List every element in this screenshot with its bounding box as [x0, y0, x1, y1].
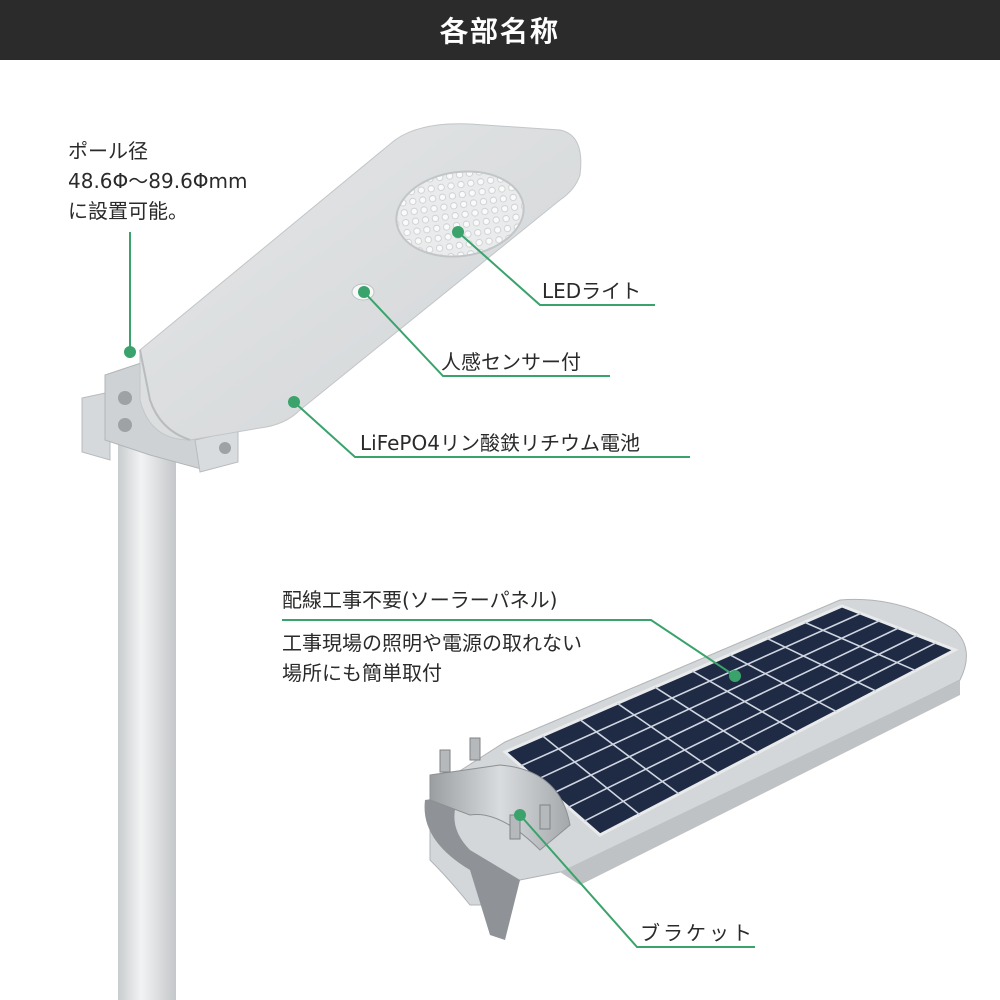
panel-grid-line	[654, 686, 759, 754]
panel-grid-line	[583, 641, 937, 822]
panel-grid-line	[567, 634, 918, 809]
panel-grid-line	[804, 621, 916, 672]
panel-grid-line	[616, 702, 719, 774]
motion-sensor-label: 人感センサー付	[441, 350, 581, 374]
panel-grid-line	[766, 637, 877, 692]
solar-panel-label: 配線工事不要(ソーラーパネル)	[282, 588, 558, 612]
led-array	[395, 170, 525, 258]
panel-grid-line	[729, 653, 838, 713]
pole-label-line: 48.6Φ～89.6Φmm	[68, 169, 248, 193]
pole-diameter-label: ポール径 48.6Φ～89.6Φmm に設置可能。	[68, 136, 248, 226]
solar-lamp	[424, 598, 967, 940]
panel-grid-line	[536, 619, 881, 781]
battery-label: LiFePO4リン酸鉄リチウム電池	[360, 431, 640, 455]
bracket-label: ブラケット	[640, 921, 755, 945]
solar-desc-line: 場所にも簡単取付	[282, 661, 442, 685]
panel-grid-line	[541, 735, 640, 816]
header-bar: 各部名称	[0, 0, 1000, 60]
pole-label-line: ポール径	[68, 139, 148, 163]
lamp-head	[139, 123, 582, 441]
panel-grid-line	[552, 627, 899, 795]
page-title: 各部名称	[439, 15, 560, 48]
panel-grid-line	[520, 612, 862, 767]
pole	[118, 430, 176, 1000]
led-light-label: LEDライト	[542, 279, 642, 303]
callout-dots	[124, 226, 741, 821]
solar-description: 工事現場の照明や電源の取れない 場所にも簡単取付	[282, 628, 582, 688]
pole-label-line: に設置可能。	[68, 199, 188, 223]
panel-grid-line	[691, 670, 798, 733]
solar-desc-line: 工事現場の照明や電源の取れない	[282, 631, 582, 655]
callout-lines	[129, 231, 755, 948]
panel-grid-line	[579, 718, 680, 795]
